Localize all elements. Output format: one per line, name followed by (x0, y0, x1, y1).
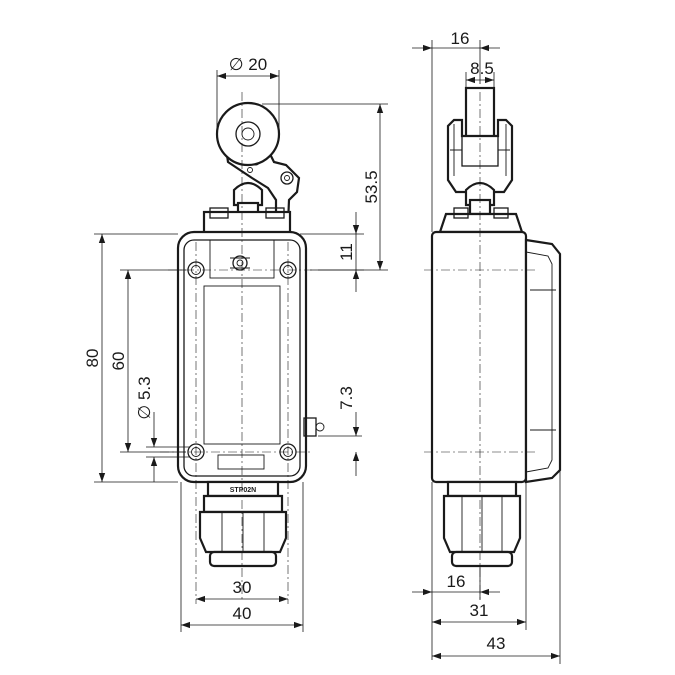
dim-roller-diameter: ∅ 20 (229, 55, 267, 74)
side-cable-gland (442, 480, 522, 568)
label-plate: STP02N (206, 480, 280, 498)
dim-body-height: 80 (83, 349, 102, 368)
switch-head (202, 207, 292, 236)
dim-total-depth: 43 (487, 634, 506, 653)
roller (215, 101, 281, 167)
switch-body (176, 230, 325, 484)
label-plate-text: STP02N (230, 487, 256, 494)
dim-hole-offset: 7.3 (337, 386, 356, 410)
side-body (430, 230, 562, 484)
plunger (232, 181, 264, 223)
dim-bottom-offset: 16 (447, 572, 466, 591)
dim-lever-height: 53.5 (362, 170, 381, 203)
dim-hole-spacing-vertical: 60 (109, 352, 128, 371)
side-view (424, 86, 562, 600)
dim-hole-diameter: ∅ 5.3 (135, 376, 154, 419)
dim-top-width: 16 (451, 29, 470, 48)
dim-roller-width: 8.5 (470, 59, 494, 78)
side-dimensions: 16 8.5 16 31 43 (412, 29, 561, 664)
dim-body-width: 40 (233, 604, 252, 623)
front-view: STP02N (160, 92, 325, 604)
cable-gland (198, 494, 288, 568)
dim-head-offset: 11 (337, 243, 356, 261)
dim-hole-spacing-horizontal: 30 (233, 578, 252, 597)
front-dimensions: ∅ 20 53.5 11 80 60 ∅ 5.3 7.3 30 (83, 55, 388, 632)
dim-body-depth: 31 (470, 601, 489, 620)
